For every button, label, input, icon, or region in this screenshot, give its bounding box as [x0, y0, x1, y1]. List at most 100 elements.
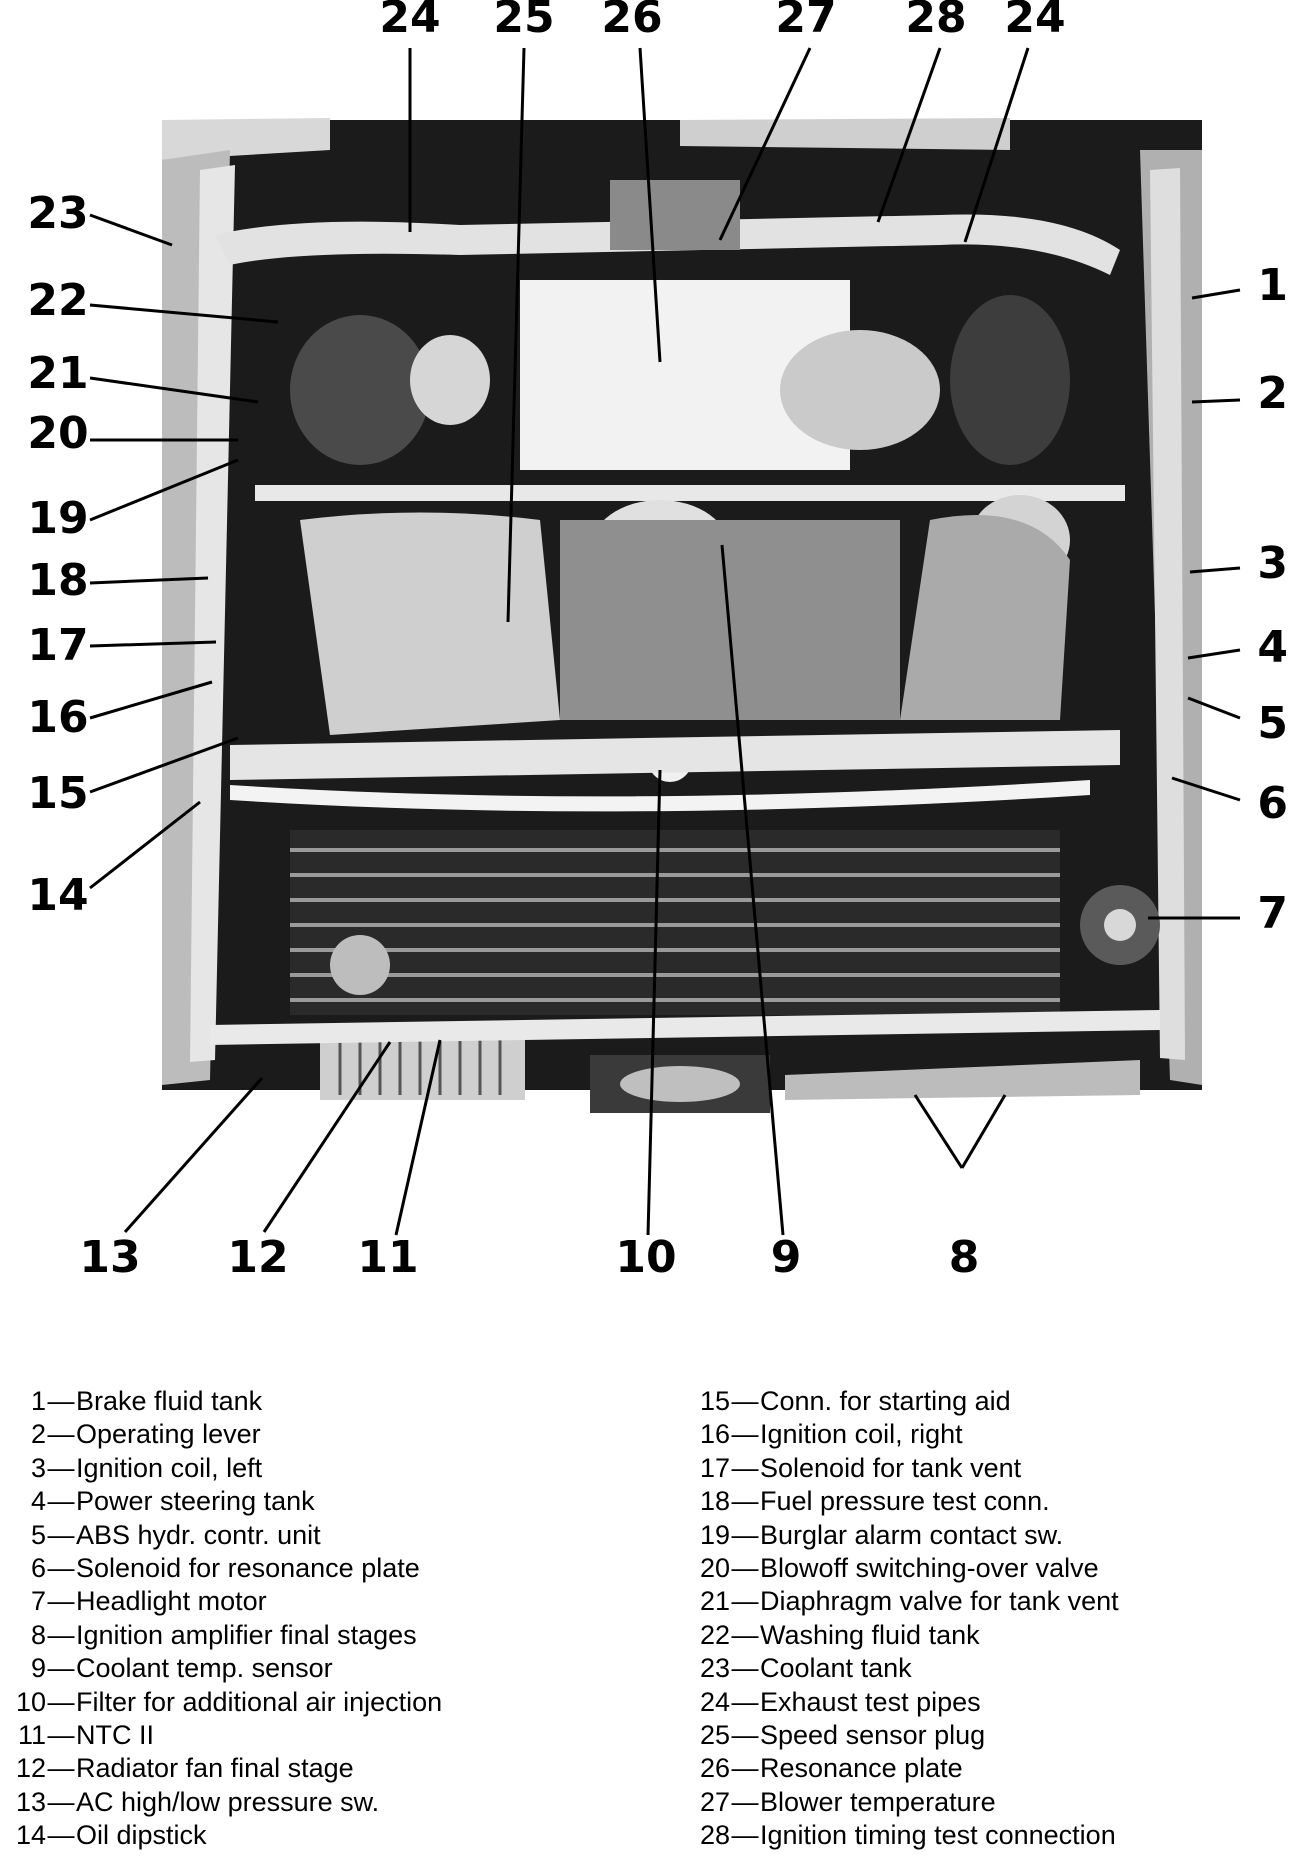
legend-text: Speed sensor plug: [760, 1719, 986, 1750]
callout-3: 3: [1257, 538, 1288, 589]
legend-separator: —: [731, 1619, 759, 1650]
legend-separator: —: [47, 1586, 75, 1617]
legend-number: 5: [30, 1519, 46, 1550]
legend-separator: —: [731, 1653, 759, 1684]
legend-text: Oil dipstick: [76, 1820, 207, 1851]
legend-text: Power steering tank: [76, 1486, 315, 1517]
callout-2: 2: [1257, 368, 1288, 419]
leader-line-5: [1187, 696, 1241, 720]
legend-item: 7—Headlight motor: [0, 1585, 560, 1618]
leader-line-4: [1187, 648, 1241, 660]
legend-number: 26: [699, 1753, 730, 1784]
callout-4: 4: [1257, 622, 1288, 673]
legend-number: 20: [699, 1552, 730, 1583]
legend-number: 23: [699, 1653, 730, 1684]
legend-text: Ignition amplifier final stages: [76, 1619, 417, 1650]
legend-number: 27: [699, 1786, 730, 1817]
legend-number: 16: [699, 1419, 730, 1450]
legend-separator: —: [47, 1619, 75, 1650]
leader-line-12: [262, 1041, 392, 1233]
legend-column-right: 15 — Conn. for starting aid 16 — Ignition coi…: [690, 1385, 1310, 1852]
leader-line-26: [638, 47, 662, 363]
legend-item: 6—Solenoid for resonance plate: [0, 1552, 560, 1585]
legend-number: 12: [15, 1753, 46, 1784]
legend-text: Burglar alarm contact sw.: [760, 1519, 1064, 1550]
callout-24: 24: [379, 0, 440, 43]
legend-number: 8: [30, 1619, 46, 1650]
legend-separator: —: [47, 1786, 75, 1817]
legend-number: 24: [699, 1686, 730, 1717]
legend-number: 28: [699, 1820, 730, 1851]
legend-item: 18—Fuel pressure test conn.: [690, 1485, 1310, 1518]
legend-text: NTC II: [76, 1719, 154, 1750]
leader-line-28: [876, 47, 942, 223]
legend-number: 11: [17, 1719, 46, 1750]
callout-28: 28: [905, 0, 966, 43]
legend-separator: —: [47, 1686, 75, 1717]
callout-19: 19: [27, 493, 88, 544]
legend-item: 1—Brake fluid tank: [0, 1385, 560, 1418]
legend-separator: —: [731, 1753, 759, 1784]
legend-number: 6: [30, 1552, 46, 1583]
callout-5: 5: [1257, 698, 1288, 749]
legend-item: 17—Solenoid for tank vent: [690, 1452, 1310, 1485]
legend-text: Ignition coil, right: [760, 1419, 963, 1450]
legend-number: 9: [30, 1653, 46, 1684]
callout-18: 18: [27, 555, 88, 606]
legend-text: Washing fluid tank: [760, 1619, 980, 1650]
legend-text: Headlight motor: [76, 1586, 267, 1617]
legend-text: Resonance plate: [760, 1753, 963, 1784]
callout-6: 6: [1257, 778, 1288, 829]
legend-item: 10—Filter for additional air injection: [0, 1686, 560, 1719]
leader-line-1: [1191, 288, 1241, 300]
legend-number: 17: [699, 1452, 730, 1483]
legend-item: 3—Ignition coil, left: [0, 1452, 560, 1485]
legend-number: 18: [699, 1486, 730, 1517]
legend-separator: —: [47, 1486, 75, 1517]
legend-text: Blowoff switching-over valve: [760, 1552, 1099, 1583]
engine-photo: [162, 118, 1202, 1113]
legend-text: Brake fluid tank: [76, 1386, 263, 1416]
legend-separator: —: [47, 1820, 75, 1851]
legend-separator: —: [47, 1753, 75, 1784]
legend-number: 15: [699, 1386, 730, 1416]
legend-item: 28—Ignition timing test connection: [690, 1819, 1310, 1852]
legend-number: 3: [30, 1452, 46, 1483]
legend-separator: —: [731, 1552, 759, 1583]
callout-26: 26: [601, 0, 662, 43]
leader-line-6: [1171, 776, 1241, 802]
callout-25: 25: [493, 0, 554, 43]
legend-item: 14—Oil dipstick: [0, 1819, 560, 1852]
legend-item: 26—Resonance plate: [690, 1752, 1310, 1785]
legend-separator: —: [47, 1552, 75, 1583]
legend-text: Conn. for starting aid: [760, 1386, 1011, 1416]
radiator-fins: [290, 848, 1060, 1002]
legend-number: 25: [699, 1719, 730, 1750]
legend-text: AC high/low pressure sw.: [76, 1786, 380, 1817]
legend-item: 23—Coolant tank: [690, 1652, 1310, 1685]
legend-item: 11—NTC II: [0, 1719, 560, 1752]
legend-separator: —: [731, 1586, 759, 1617]
leader-line-3: [1189, 566, 1241, 574]
legend-text: Solenoid for resonance plate: [76, 1552, 420, 1583]
callout-17: 17: [27, 620, 88, 671]
leader-line-21: [89, 376, 259, 404]
legend-separator: —: [731, 1719, 759, 1750]
legend-number: 1: [30, 1386, 46, 1416]
legend-text: Ignition timing test connection: [760, 1820, 1116, 1851]
leader-line-16: [89, 680, 213, 720]
legend-separator: —: [47, 1719, 75, 1750]
leader-line-17: [89, 640, 217, 648]
leader-line-25: [506, 47, 526, 623]
callout-13: 13: [79, 1232, 140, 1283]
legend-text: ABS hydr. contr. unit: [76, 1519, 321, 1550]
callout-10: 10: [615, 1232, 676, 1283]
legend-separator: —: [47, 1386, 75, 1416]
callout-1: 1: [1257, 260, 1288, 311]
leader-line-2: [1191, 398, 1241, 404]
legend-number: 21: [699, 1586, 730, 1617]
legend-text: Filter for additional air injection: [76, 1686, 443, 1717]
legend-number: 7: [30, 1586, 46, 1617]
